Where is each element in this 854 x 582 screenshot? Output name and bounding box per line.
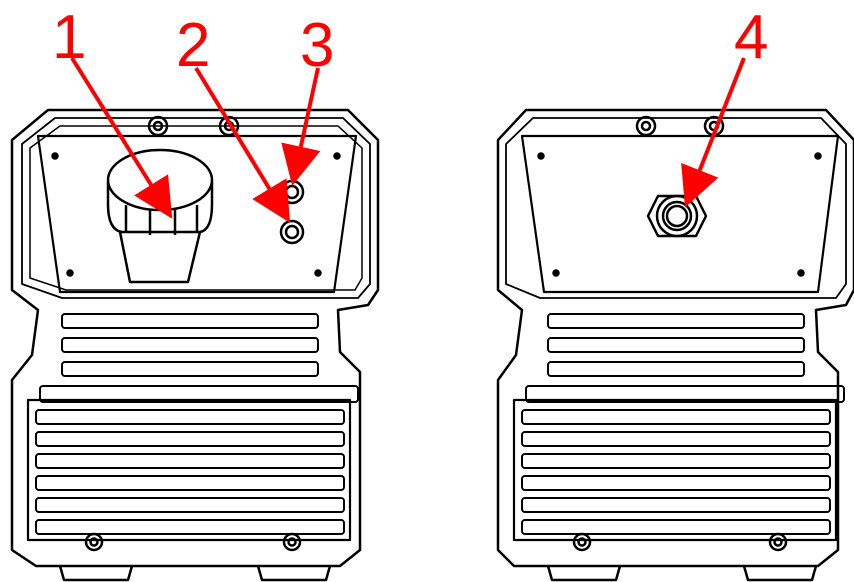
foot — [742, 565, 818, 582]
upper-vent-bank — [39, 313, 359, 403]
rear-view — [496, 108, 854, 582]
bottom-bolt — [768, 532, 788, 552]
top-bolt — [147, 115, 169, 137]
panel-screw — [814, 152, 822, 160]
knob — [106, 148, 214, 284]
panel-screw — [797, 269, 805, 277]
front-housing-inner-outline-2 — [29, 125, 363, 291]
callout-4: 4 — [681, 3, 768, 208]
callout-arrow — [681, 57, 746, 208]
front-top-panel — [36, 134, 358, 294]
callout-arrow — [194, 66, 291, 223]
rear-housing-inner-outline — [505, 117, 847, 299]
bottom-bolt — [84, 532, 104, 552]
front-housing-outline — [10, 108, 380, 568]
foot — [256, 565, 332, 582]
foot — [546, 565, 622, 582]
front-view — [10, 108, 380, 582]
panel-screw — [66, 269, 74, 277]
socket-upper — [279, 179, 305, 205]
callout-number: 2 — [176, 11, 210, 80]
callout-arrow — [70, 56, 173, 219]
lower-vent-bank — [26, 398, 352, 542]
callout-3: 3 — [281, 11, 334, 186]
callout-1: 1 — [52, 3, 173, 219]
rear-top-panel — [520, 134, 840, 294]
foot — [58, 565, 134, 582]
panel-screw — [333, 152, 341, 160]
callout-number: 1 — [52, 3, 86, 72]
socket-lower — [279, 219, 305, 245]
bottom-bolt — [572, 532, 592, 552]
callouts: 1 2 3 4 — [52, 3, 768, 223]
callout-number: 4 — [734, 3, 768, 72]
bottom-bolt — [282, 532, 302, 552]
rear-housing-outline — [496, 108, 854, 568]
top-bolt — [635, 115, 657, 137]
lower-vent-bank — [512, 398, 838, 542]
panel-screw — [537, 152, 545, 160]
panel-screw — [314, 269, 322, 277]
upper-vent-bank — [525, 313, 845, 403]
panel-screw — [552, 269, 560, 277]
front-housing-inner-outline — [21, 117, 371, 299]
panel-screw — [51, 152, 59, 160]
cable-gland — [646, 194, 708, 238]
callout-arrow — [281, 67, 321, 186]
callout-2: 2 — [176, 11, 291, 223]
